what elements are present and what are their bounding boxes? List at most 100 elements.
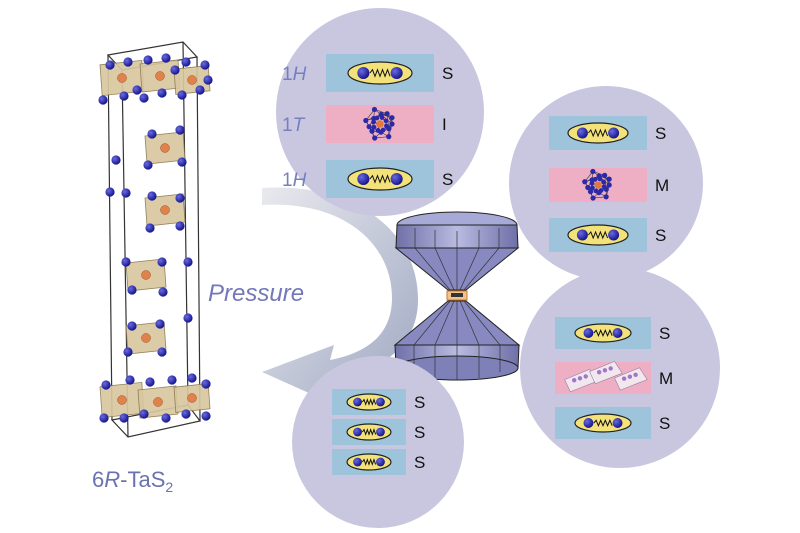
sulfur-atom: [167, 375, 177, 385]
cdw-atom: [603, 194, 609, 200]
electron-left: [576, 127, 588, 139]
octahedron: [137, 385, 179, 419]
cdw-atom: [582, 179, 588, 185]
layer-1: S: [332, 389, 425, 415]
electron-left: [576, 229, 588, 241]
sulfur-atom: [127, 285, 137, 295]
phonon-wiggle: [361, 398, 377, 406]
sulfur-atom: [161, 53, 171, 63]
state-label: S: [414, 423, 425, 442]
domain-dot: [621, 376, 627, 381]
cdw-atom: [371, 124, 377, 130]
sulfur-atom: [158, 287, 168, 297]
phonon-wiggle: [369, 68, 391, 78]
octahedron: [173, 383, 211, 413]
electron-left: [357, 66, 370, 80]
cdw-atom: [593, 188, 599, 194]
sulfur-atom: [145, 223, 155, 233]
sulfur-atom: [177, 157, 187, 167]
cdw-atom: [384, 123, 389, 129]
electron-right: [376, 427, 385, 437]
sulfur-atom: [139, 409, 149, 419]
sulfur-atom: [175, 221, 185, 231]
sulfur-atom: [123, 347, 133, 357]
cdw-atom: [592, 177, 598, 182]
octahedra-layer: [99, 59, 211, 419]
phonon-wiggle: [588, 230, 609, 240]
layer-1: S: [549, 116, 666, 150]
domain-dot: [608, 366, 613, 371]
state-label: I: [442, 115, 447, 134]
cooper-pair-ellipse: [574, 323, 632, 343]
layer-3: S: [332, 449, 425, 475]
cdw-atom: [590, 185, 595, 191]
sulfur-atom: [157, 347, 167, 357]
cdw-atom: [369, 128, 375, 134]
cdw-atom: [590, 168, 596, 175]
phase-label: 1H: [282, 64, 307, 85]
electron-right: [612, 328, 623, 338]
electron-right: [608, 127, 620, 139]
phonon-wiggle: [588, 128, 609, 138]
circle-right-upper: SMS: [509, 86, 703, 280]
layer-1: S1H: [282, 54, 453, 92]
sulfur-atom: [123, 57, 133, 67]
sulfur-atom: [105, 60, 115, 70]
layer-2: M: [549, 168, 669, 202]
domain-dot: [596, 370, 602, 375]
compound-label: 6R-TaS2: [92, 467, 173, 495]
cdw-atom: [374, 115, 380, 121]
cdw-atom: [389, 121, 395, 127]
phase-label: 1T: [282, 115, 306, 136]
domain-dot: [583, 374, 588, 379]
sulfur-atom: [121, 257, 131, 267]
phonon-wiggle: [361, 458, 377, 466]
state-label: S: [655, 124, 666, 143]
phase-label: 1H: [282, 170, 307, 191]
domain-dot: [602, 368, 608, 373]
electron-right: [376, 397, 385, 407]
circle-bottom: SSS: [292, 356, 464, 528]
sulfur-atom: [177, 90, 187, 100]
sulfur-atom: [155, 319, 165, 329]
state-label: M: [655, 176, 669, 195]
cdw-atom: [589, 180, 595, 186]
tantalum-atom: [160, 143, 170, 153]
sulfur-atoms: [98, 53, 213, 423]
sulfur-atom: [181, 57, 191, 67]
electron-right: [608, 229, 620, 241]
cdw-atom: [384, 111, 390, 117]
cdw-atom: [363, 117, 369, 124]
cdw-atom: [386, 134, 392, 140]
pressure-label: Pressure: [208, 280, 304, 307]
domain-dot: [577, 376, 583, 381]
layer-2: S: [332, 419, 425, 445]
sulfur-atom: [201, 379, 211, 389]
cooper-pair-ellipse: [574, 413, 632, 433]
sulfur-atom: [147, 129, 157, 139]
tantalum-atom: [153, 397, 163, 407]
electron-right: [390, 66, 403, 80]
cdw-domain-sheet: [589, 360, 623, 385]
cdw-atom: [597, 176, 603, 182]
sulfur-atom: [121, 188, 131, 198]
sulfur-atom: [170, 65, 180, 75]
sulfur-atom: [200, 60, 210, 70]
sulfur-atom: [187, 373, 197, 383]
tantalum-atom: [117, 73, 127, 83]
tantalum-atom: [141, 333, 151, 343]
octahedron: [139, 59, 181, 93]
cdw-atom: [585, 184, 591, 191]
phonon-wiggle: [369, 174, 391, 184]
cdw-atom: [375, 128, 381, 133]
octahedron: [144, 193, 186, 227]
cdw-atom: [371, 119, 376, 125]
domain-dot: [572, 378, 577, 383]
tantalum-atom: [117, 395, 127, 405]
tantalum-atom: [187, 393, 197, 403]
sulfur-atom: [98, 95, 108, 105]
sulfur-atom: [157, 257, 167, 267]
sulfur-atom: [132, 85, 142, 95]
